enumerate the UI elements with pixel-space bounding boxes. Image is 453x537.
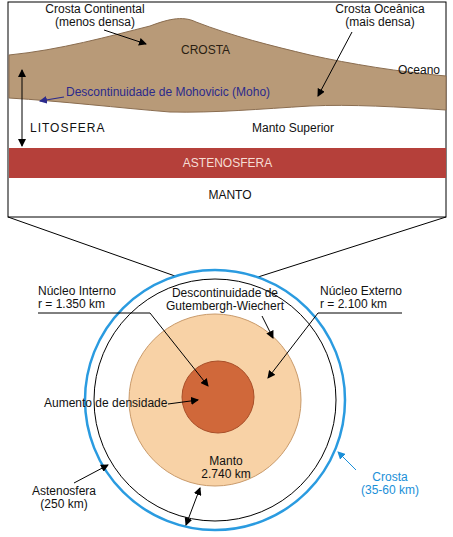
- crust-band: CROSTA: [9, 15, 446, 115]
- lithosphere-span-arrow: [22, 70, 23, 146]
- layer-name: MANTO: [190, 189, 270, 202]
- leader-arrow: [268, 313, 402, 378]
- leader-arrow: [338, 452, 356, 470]
- boundary-label: Descontinuidade de Mohovicic (Moho): [66, 86, 270, 99]
- boundary-label: Descontinuidade de Gutembergh-Wiechert: [145, 287, 305, 313]
- part-label: Aumento de densidade: [44, 397, 167, 410]
- mantle-span-arrow: [186, 488, 200, 525]
- leader-arrow: [318, 32, 352, 96]
- leader-arrow: [262, 316, 273, 338]
- part-label: Crosta Oceânica (mais densa): [325, 3, 435, 29]
- leader-arrow: [104, 30, 146, 44]
- dimension-label: Manto 2.740 km: [196, 455, 256, 481]
- part-label: Oceano: [398, 64, 440, 77]
- leader-arrow: [74, 465, 108, 483]
- dimension-label: Crosta (35-60 km): [348, 471, 432, 497]
- asthenosphere-band: ASTENOSFERA: [9, 148, 446, 178]
- crust-outline: [9, 15, 446, 115]
- leader-arrow: [40, 97, 64, 101]
- layer-name: CROSTA: [181, 43, 230, 57]
- leader-arrow: [38, 313, 208, 386]
- inner-core-circle: [182, 361, 254, 433]
- zoom-line: [8, 217, 175, 276]
- crust-shape: [9, 19, 446, 113]
- zoom-line: [258, 217, 446, 277]
- core-label: Núcleo Interno r = 1.350 km: [38, 285, 116, 311]
- layer-name: Manto Superior: [252, 122, 334, 135]
- core-label: Núcleo Externo r = 2.100 km: [320, 285, 402, 311]
- leader-arrow: [168, 400, 198, 404]
- detail-panel: [8, 2, 446, 217]
- part-label: Crosta Continental (menos densa): [40, 3, 150, 29]
- layer-name: ASTENOSFERA: [9, 148, 446, 178]
- dimension-label: Astenosfera (250 km): [22, 485, 106, 511]
- layer-name: LITOSFERA: [30, 122, 105, 135]
